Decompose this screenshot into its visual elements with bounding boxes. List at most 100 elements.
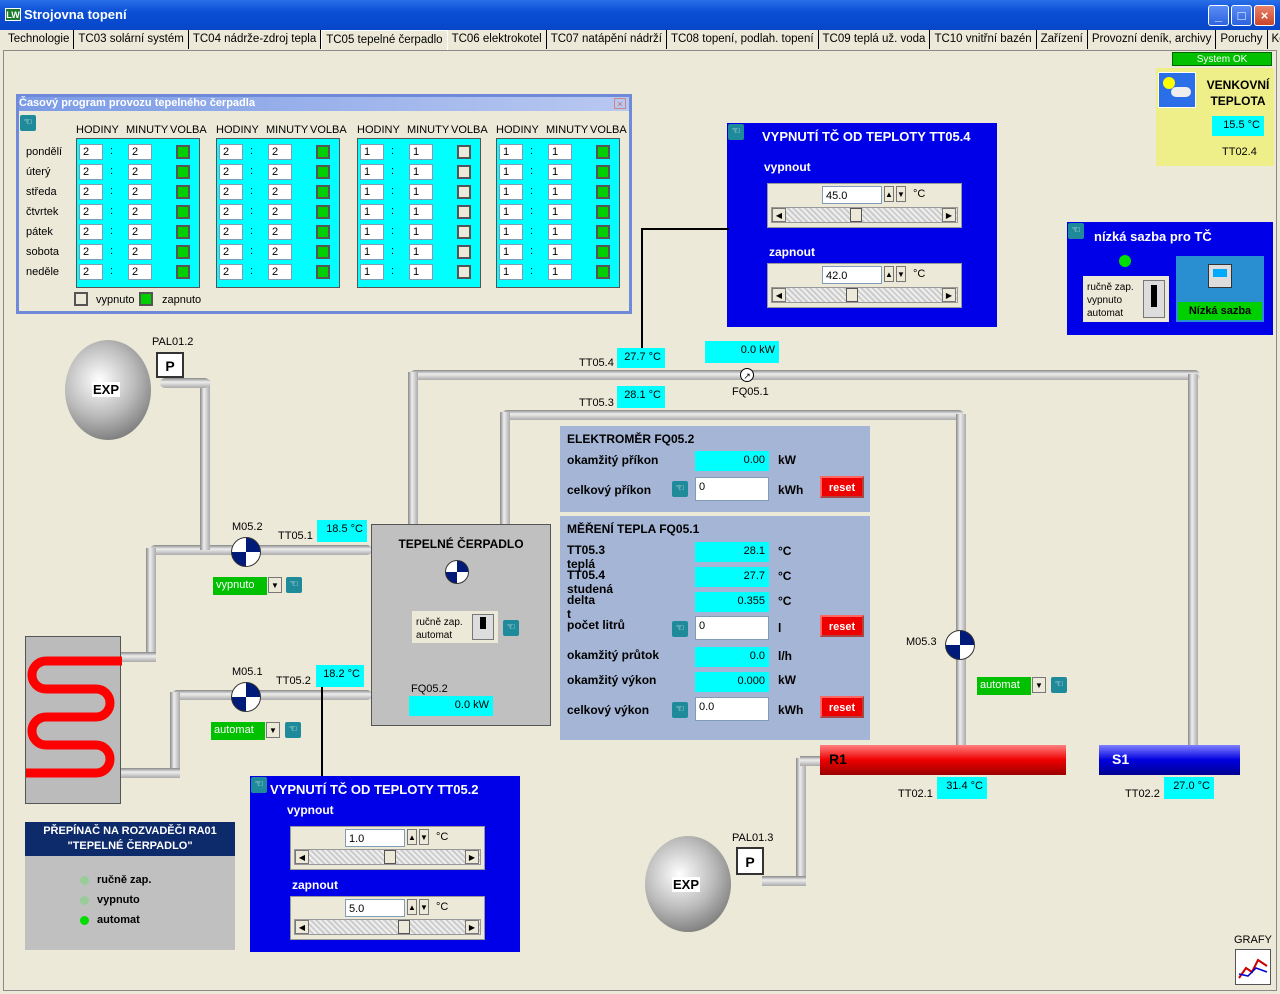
hours-input[interactable]: 2 [219,184,243,200]
minutes-input[interactable]: 2 [128,224,152,240]
m051-mode-select[interactable]: automat [211,722,265,740]
heat-total-input[interactable]: 0.0 [695,697,769,721]
tab-9[interactable]: Zařízení [1037,30,1088,49]
hours-input[interactable]: 2 [219,224,243,240]
hours-input[interactable]: 2 [79,264,103,280]
hand-icon[interactable]: ☜ [1051,677,1067,693]
enabled-checkbox[interactable] [596,205,610,219]
hand-icon[interactable]: ☜ [672,702,688,718]
hours-input[interactable]: 1 [360,244,384,260]
minutes-input[interactable]: 2 [268,244,292,260]
spin-down-icon[interactable]: ▼ [896,186,906,202]
minutes-input[interactable]: 1 [409,264,433,280]
valve-m051-icon[interactable] [231,682,261,712]
enabled-checkbox[interactable] [316,205,330,219]
cutoff-tt054-off-input[interactable]: 45.0 [822,186,882,204]
enabled-checkbox[interactable] [316,185,330,199]
hand-icon[interactable]: ☜ [286,577,302,593]
minutes-input[interactable]: 1 [548,164,572,180]
hand-icon[interactable]: ☜ [20,115,36,131]
hours-input[interactable]: 1 [499,164,523,180]
graph-icon[interactable] [1235,949,1271,985]
minutes-input[interactable]: 2 [268,164,292,180]
heat-total-reset-button[interactable]: reset [820,696,864,718]
spin-up-icon[interactable]: ▲ [407,829,417,845]
spin-down-icon[interactable]: ▼ [419,829,429,845]
hours-input[interactable]: 2 [79,164,103,180]
minutes-input[interactable]: 2 [128,264,152,280]
enabled-checkbox[interactable] [176,245,190,259]
heat-liters-reset-button[interactable]: reset [820,615,864,637]
hours-input[interactable]: 1 [499,204,523,220]
m052-mode-select[interactable]: vypnuto [213,577,267,595]
valve-m053-icon[interactable] [945,630,975,660]
cutoff-tt052-off-input[interactable]: 1.0 [345,829,405,847]
minutes-input[interactable]: 2 [128,244,152,260]
hours-input[interactable]: 1 [499,184,523,200]
disabled-checkbox[interactable] [457,165,471,179]
enabled-checkbox[interactable] [176,165,190,179]
minutes-input[interactable]: 1 [548,204,572,220]
tab-12[interactable]: Konec [1268,30,1280,49]
disabled-checkbox[interactable] [457,265,471,279]
minutes-input[interactable]: 2 [128,184,152,200]
tab-8[interactable]: TC10 vnitřní bazén [930,30,1037,49]
slider-right-icon[interactable]: ▶ [465,920,479,934]
hours-input[interactable]: 1 [360,164,384,180]
minutes-input[interactable]: 1 [409,164,433,180]
enabled-checkbox[interactable] [596,145,610,159]
hours-input[interactable]: 1 [360,184,384,200]
spin-down-icon[interactable]: ▼ [896,266,906,282]
hours-input[interactable]: 1 [499,144,523,160]
hours-input[interactable]: 1 [499,244,523,260]
slider-left-icon[interactable]: ◀ [772,288,786,302]
hours-input[interactable]: 1 [499,264,523,280]
meter-total-input[interactable]: 0 [695,477,769,501]
minutes-input[interactable]: 2 [268,264,292,280]
cutoff-tt052-on-slider[interactable] [294,919,481,935]
enabled-checkbox[interactable] [596,165,610,179]
enabled-checkbox[interactable] [316,165,330,179]
maximize-button[interactable]: □ [1231,5,1252,26]
hand-icon[interactable]: ☜ [672,481,688,497]
tab-1[interactable]: TC03 solární systém [74,30,189,49]
valve-m052-icon[interactable] [231,537,261,567]
tab-6[interactable]: TC08 topení, podlah. topení [667,30,819,49]
enabled-checkbox[interactable] [176,205,190,219]
hours-input[interactable]: 1 [360,264,384,280]
slider-right-icon[interactable]: ▶ [465,850,479,864]
slider-thumb[interactable] [384,850,396,864]
disabled-checkbox[interactable] [457,225,471,239]
slider-thumb[interactable] [850,208,862,222]
hours-input[interactable]: 2 [219,164,243,180]
minutes-input[interactable]: 2 [128,164,152,180]
hours-input[interactable]: 2 [219,244,243,260]
minimize-button[interactable]: _ [1208,5,1229,26]
tab-2[interactable]: TC04 nádrže-zdroj tepla [189,30,322,49]
heat-liters-input[interactable]: 0 [695,616,769,640]
enabled-checkbox[interactable] [316,145,330,159]
enabled-checkbox[interactable] [596,185,610,199]
tab-7[interactable]: TC09 teplá už. voda [819,30,931,49]
minutes-input[interactable]: 1 [548,184,572,200]
slider-left-icon[interactable]: ◀ [772,208,786,222]
tab-5[interactable]: TC07 natápění nádrží [547,30,667,49]
spin-up-icon[interactable]: ▲ [884,186,894,202]
tariff-switch[interactable] [1143,280,1165,318]
minutes-input[interactable]: 1 [548,144,572,160]
cutoff-tt054-on-input[interactable]: 42.0 [822,266,882,284]
hours-input[interactable]: 2 [79,144,103,160]
minutes-input[interactable]: 2 [268,144,292,160]
hours-input[interactable]: 1 [360,204,384,220]
cutoff-tt054-on-slider[interactable] [771,287,958,303]
minutes-input[interactable]: 1 [548,244,572,260]
slider-thumb[interactable] [398,920,410,934]
enabled-checkbox[interactable] [316,245,330,259]
hours-input[interactable]: 1 [360,144,384,160]
hand-icon[interactable]: ☜ [251,777,267,793]
disabled-checkbox[interactable] [457,205,471,219]
spin-down-icon[interactable]: ▼ [419,899,429,915]
enabled-checkbox[interactable] [596,265,610,279]
chevron-down-icon[interactable]: ▼ [1032,677,1046,693]
tab-0[interactable]: Technologie [4,30,75,49]
